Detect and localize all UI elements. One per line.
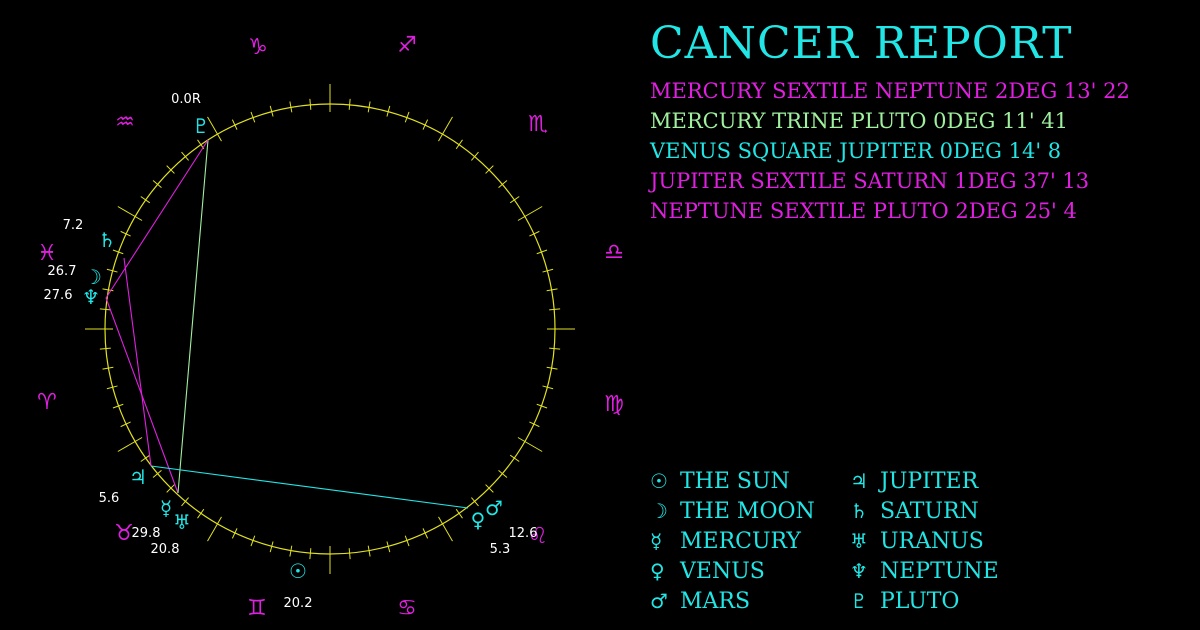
wheel-circle <box>104 103 556 555</box>
legend-label: VENUS <box>680 559 765 584</box>
page-title: CANCER REPORT <box>650 18 1073 69</box>
saturn-icon: ♄ <box>98 228 116 252</box>
legend-label: MARS <box>680 589 751 614</box>
legend-item-mercury: ☿ MERCURY <box>650 526 815 556</box>
aspect-lines <box>105 139 469 509</box>
aspect-line-jupiter-saturn <box>123 257 152 467</box>
legend-right: ♃ JUPITER ♄ SATURN ♅ URANUS ♆ NEPTUNE ♇ PLUTO <box>850 466 999 616</box>
aries-icon: ♈ <box>37 390 57 415</box>
sun-icon: ☉ <box>289 559 307 583</box>
legend-label: PLUTO <box>880 589 960 614</box>
wheel-tick <box>438 516 453 542</box>
legend-item-venus: ♀ VENUS <box>650 556 815 586</box>
capricorn-icon: ♑ <box>248 35 268 60</box>
wheel-tick <box>517 206 543 221</box>
pluto-icon: ♇ <box>192 114 210 138</box>
leo-icon: ♌ <box>528 524 548 549</box>
wheel-tick <box>117 206 143 221</box>
aspect-line-mercury-pluto <box>177 139 209 494</box>
aspect-item: MERCURY TRINE PLUTO 0DEG 11' 41 <box>650 109 1069 133</box>
venus-icon: ♀ <box>650 559 665 583</box>
neptune-icon: ♆ <box>850 559 868 583</box>
wheel-tick <box>207 116 222 142</box>
moon-icon: ☽ <box>650 499 668 523</box>
legend-item-uranus: ♅ URANUS <box>850 526 999 556</box>
venus-icon: ♀ <box>471 508 486 532</box>
legend-item-mars: ♂ MARS <box>650 586 815 616</box>
aspect-item: VENUS SQUARE JUPITER 0DEG 14' 8 <box>650 139 1062 163</box>
aspect-line-neptune-pluto <box>105 139 209 299</box>
wheel-tick <box>438 116 453 142</box>
wheel-tick <box>117 437 143 452</box>
natal-chart-wheel: ♑ ♐ ♏ ♎ ♍ ♌ ♋ ♊ ♉ ♈ ♓ ♒ ♇ 0.0R ♄ 7.2 ☽ 26.7 ♆ 27.6 ♃ 5.6 ☿ 29.… <box>37 33 624 621</box>
legend-item-moon: ☽ THE MOON <box>650 496 815 526</box>
legend-left: ☉ THE SUN ☽ THE MOON ☿ MERCURY ♀ VENUS ♂ MARS <box>650 466 815 616</box>
aspect-line-venus-jupiter <box>150 465 469 509</box>
mercury-icon: ☿ <box>160 496 172 520</box>
scorpio-icon: ♏ <box>528 112 548 137</box>
gemini-icon: ♊ <box>247 596 267 621</box>
virgo-icon: ♍ <box>604 392 624 417</box>
wheel-degree-ticks <box>85 84 575 574</box>
legend-item-sun: ☉ THE SUN <box>650 466 815 496</box>
legend-label: MERCURY <box>680 529 801 554</box>
pisces-icon: ♓ <box>37 241 57 266</box>
mercury-degree-label: 29.8 <box>132 526 161 541</box>
legend-label: THE MOON <box>680 499 815 524</box>
legend-label: JUPITER <box>880 469 979 494</box>
neptune-icon: ♆ <box>82 285 100 309</box>
aspect-list: MERCURY SEXTILE NEPTUNE 2DEG 13' 22 MERC… <box>650 76 1130 226</box>
aspect-item: NEPTUNE SEXTILE PLUTO 2DEG 25' 4 <box>650 199 1077 223</box>
cancer-icon: ♋ <box>397 596 417 621</box>
jupiter-degree-label: 5.6 <box>99 491 120 506</box>
neptune-degree-label: 27.6 <box>44 288 73 303</box>
mercury-icon: ☿ <box>650 529 663 553</box>
saturn-degree-label: 7.2 <box>63 218 84 233</box>
aspect-item: JUPITER SEXTILE SATURN 1DEG 37' 13 <box>650 169 1090 193</box>
moon-icon: ☽ <box>84 265 102 289</box>
wheel-tick <box>517 437 543 452</box>
mars-degree-label: 12.6 <box>509 526 538 541</box>
mars-icon: ♂ <box>650 589 668 613</box>
wheel-tick <box>207 516 222 542</box>
saturn-icon: ♄ <box>850 499 868 523</box>
sagittarius-icon: ♐ <box>397 33 417 58</box>
taurus-icon: ♉ <box>114 521 134 546</box>
legend-label: URANUS <box>880 529 984 554</box>
planet-markers: ♇ 0.0R ♄ 7.2 ☽ 26.7 ♆ 27.6 ♃ 5.6 ☿ 29.8 ♅ 20.8 ☉ 20.2 ♀ 5… <box>44 92 538 611</box>
zodiac-signs: ♑ ♐ ♏ ♎ ♍ ♌ ♋ ♊ ♉ ♈ ♓ ♒ <box>37 33 624 621</box>
legend-label: NEPTUNE <box>880 559 999 584</box>
moon-degree-label: 26.7 <box>48 264 77 279</box>
pluto-icon: ♇ <box>850 589 868 613</box>
legend-label: THE SUN <box>680 469 790 494</box>
uranus-icon: ♅ <box>173 510 191 534</box>
libra-icon: ♎ <box>604 240 624 265</box>
legend-label: SATURN <box>880 499 979 524</box>
legend-item-jupiter: ♃ JUPITER <box>850 466 999 496</box>
aspect-item: MERCURY SEXTILE NEPTUNE 2DEG 13' 22 <box>650 79 1130 103</box>
pluto-degree-label: 0.0R <box>171 92 201 107</box>
venus-degree-label: 5.3 <box>490 542 511 557</box>
jupiter-icon: ♃ <box>850 469 868 493</box>
legend-item-neptune: ♆ NEPTUNE <box>850 556 999 586</box>
uranus-icon: ♅ <box>850 529 868 553</box>
sun-degree-label: 20.2 <box>284 596 313 611</box>
legend-item-saturn: ♄ SATURN <box>850 496 999 526</box>
jupiter-icon: ♃ <box>129 465 147 489</box>
legend-item-pluto: ♇ PLUTO <box>850 586 999 616</box>
sun-icon: ☉ <box>650 469 668 493</box>
aquarius-icon: ♒ <box>115 110 135 135</box>
uranus-degree-label: 20.8 <box>151 542 180 557</box>
mars-icon: ♂ <box>485 496 503 520</box>
